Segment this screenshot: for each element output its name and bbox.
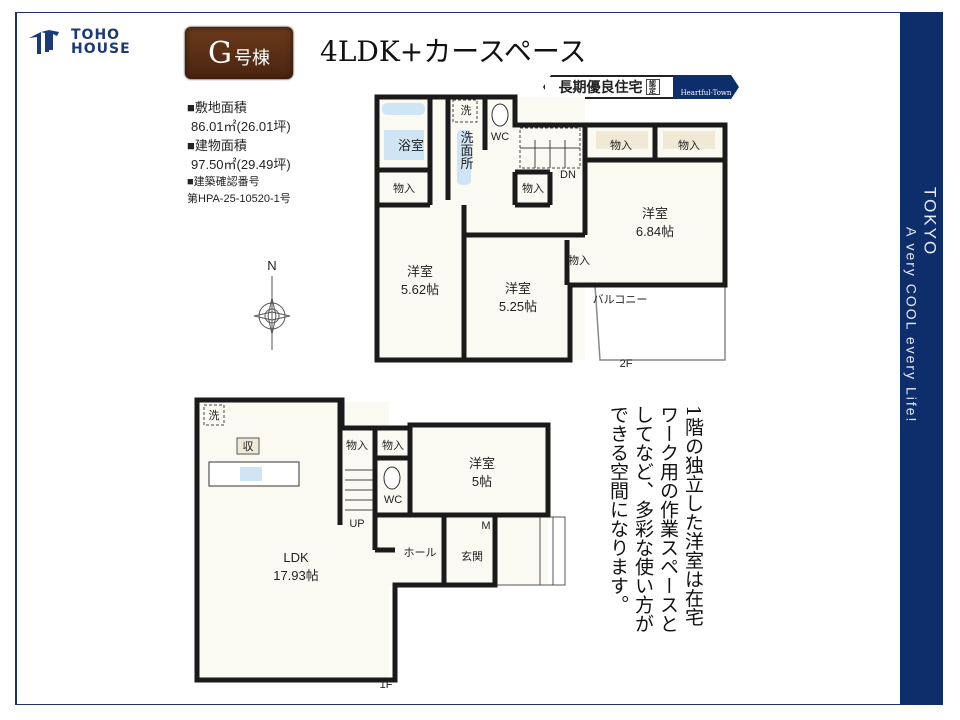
sidebar-tagline: A very COOL every Life!: [903, 227, 920, 424]
compass-north-label: N: [267, 258, 276, 273]
ldk-name: LDK: [283, 550, 309, 565]
bedroom-b-size: 5.62帖: [401, 282, 439, 297]
laundry-1f-label: 洗: [209, 409, 220, 422]
floor-2-label: 2F: [620, 358, 633, 370]
sidebar-city: TOKYO: [920, 187, 940, 257]
m-label: M: [481, 520, 490, 532]
bedroom-b-name: 洋室: [407, 264, 433, 279]
logo-line1: TOHO: [71, 27, 121, 43]
heartful-town-logo: Heartful-Town: [673, 75, 739, 99]
certification-small: 認定: [645, 79, 660, 95]
storage-label: 収: [243, 440, 254, 453]
bath-label: 浴室: [398, 138, 424, 153]
floor-1-label: 1F: [380, 679, 393, 691]
bedroom-1f-size: 5帖: [472, 474, 492, 489]
bedroom-a-name: 洋室: [642, 206, 668, 221]
logo-line2: HOUSE: [71, 41, 131, 57]
page-title: 4LDK+カースペース: [320, 35, 587, 68]
building-area-value: 97.50㎡(29.49坪): [191, 157, 291, 172]
wc-2f-label: WC: [491, 131, 509, 143]
bedroom-c-size: 5.25帖: [499, 299, 537, 314]
floor-1-plan: 洗 収 物入 物入 洋室 5帖 WC UP M ホール 玄関 LDK 17.93…: [194, 397, 566, 691]
closet-2f-b: 物入: [678, 138, 700, 152]
certification-label: 長期優良住宅: [558, 80, 643, 96]
closet-1f-a: 物入: [346, 438, 368, 452]
bedroom-1f-name: 洋室: [469, 456, 495, 471]
page-frame: [15, 12, 943, 705]
bedroom-c-name: 洋室: [505, 281, 531, 296]
toho-house-logo: TOHO HOUSE: [27, 28, 131, 56]
ldk-size: 17.93帖: [273, 568, 319, 583]
property-info: ■敷地面積 86.01㎡(26.01坪) ■建物面積 97.50㎡(29.49坪…: [187, 98, 291, 208]
badge-letter: G: [208, 35, 232, 71]
site-area-value: 86.01㎡(26.01坪): [191, 119, 291, 134]
floor-2-plan: 浴室 洗 洗面所 WC DN 物入 物入 物入 物入 物入 洋室 6.84帖 洋…: [374, 94, 728, 370]
balcony-label: バルコニー: [593, 293, 648, 306]
wash-room-label: 洗面所: [459, 131, 474, 170]
sidebar-band: TOKYO A very COOL every Life!: [900, 12, 943, 705]
laundry-label: 洗: [461, 104, 472, 117]
permit-label: ■建築確認番号: [187, 176, 260, 188]
compass-icon: N: [253, 258, 291, 350]
stairs-down-label: DN: [560, 169, 576, 181]
feature-note: 1階の独立した洋室は在宅ワーク用の作業スペースとしてなど、多彩な使い方ができる空…: [607, 405, 704, 633]
stairs-up-label: UP: [349, 518, 364, 530]
closet-2f-c: 物入: [393, 181, 415, 195]
closet-2f-e: 物入: [568, 253, 590, 267]
badge-suffix: 号棟: [233, 48, 270, 69]
permit-value: 第HPA-25-10520-1号: [187, 193, 291, 205]
closet-1f-b: 物入: [382, 438, 404, 452]
building-area-label: ■建物面積: [187, 138, 247, 153]
hall-label: ホール: [404, 546, 437, 559]
closet-2f-a: 物入: [610, 138, 632, 152]
closet-2f-d: 物入: [522, 181, 544, 195]
bedroom-a-size: 6.84帖: [636, 224, 674, 239]
wc-1f-label: WC: [384, 494, 402, 506]
entrance-label: 玄関: [461, 549, 483, 563]
building-badge: G 号棟: [185, 27, 293, 79]
certification-banner: 長期優良住宅認定 Heartful-Town: [543, 75, 739, 99]
logo-mark-icon: [29, 30, 59, 54]
site-area-label: ■敷地面積: [187, 100, 247, 115]
